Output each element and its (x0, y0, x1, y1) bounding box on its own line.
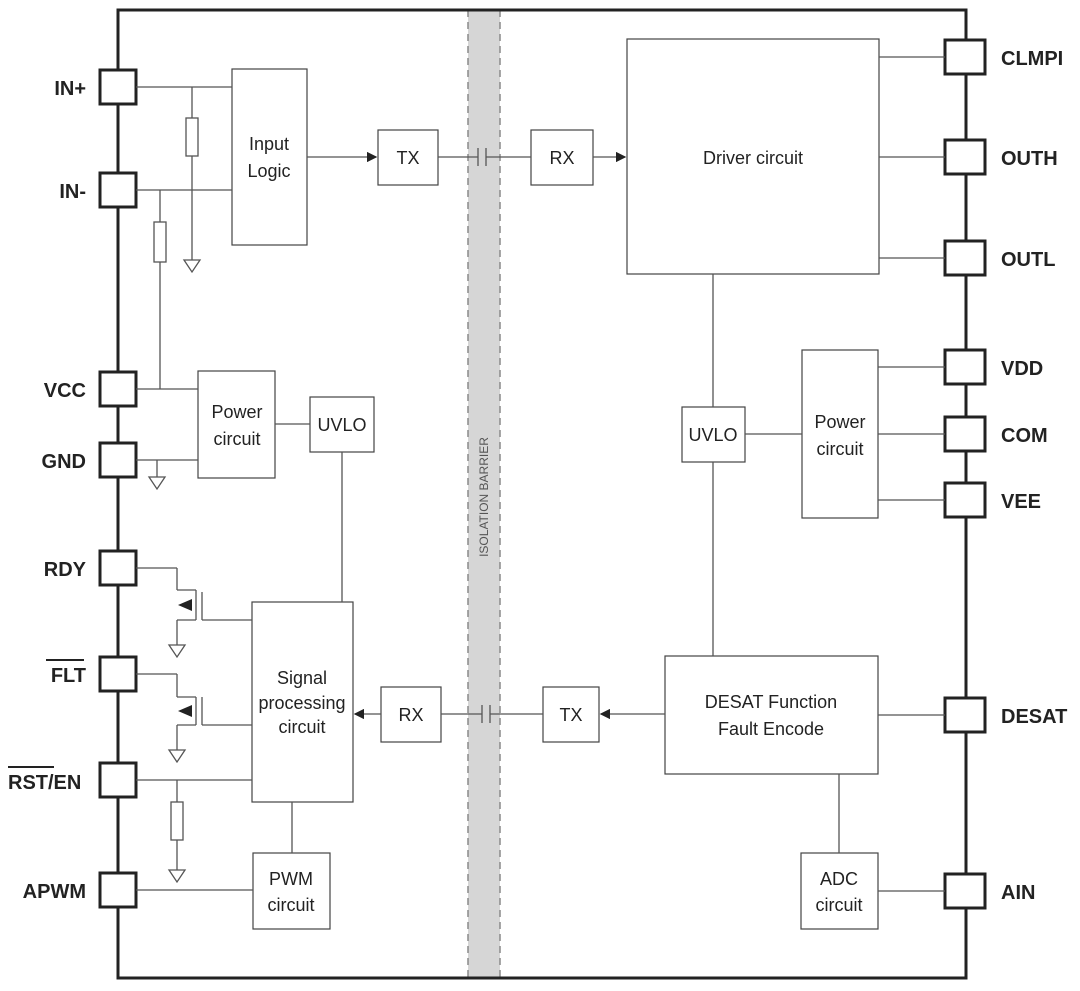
tx-bottom-block: TX (542, 686, 600, 743)
pin-vdd: VDD (943, 348, 1043, 386)
pin-label-vcc: VCC (44, 380, 86, 402)
pin-label-rst: RST (8, 772, 48, 794)
pin-label-outl: OUTL (1001, 249, 1055, 271)
pin-label-flt: FLT (51, 665, 86, 687)
adc-line1: ADC (820, 869, 858, 889)
pin-clmpi: CLMPI (943, 38, 1063, 76)
pin-vee: VEE (943, 481, 1041, 519)
driver-circuit-label: Driver circuit (703, 148, 803, 168)
pin-label-vdd: VDD (1001, 358, 1043, 380)
pin-desat: DESAT (943, 696, 1067, 734)
pin-apwm: APWM (23, 871, 138, 909)
desat-line2: Fault Encode (718, 719, 824, 739)
pin-label-apwm: APWM (23, 881, 86, 903)
adc-circuit-block: ADC circuit (800, 852, 879, 930)
power-right-line2: circuit (816, 439, 863, 459)
ground-symbol (147, 259, 202, 884)
desat-function-block: DESAT Function Fault Encode (664, 655, 879, 775)
pin-in-minus: IN- (59, 171, 138, 209)
uvlo-right-label: UVLO (688, 425, 737, 445)
pwm-line1: PWM (269, 869, 313, 889)
power-left-block: Power circuit (197, 370, 276, 479)
wiring (136, 56, 945, 892)
pin-label-desat: DESAT (1001, 706, 1067, 728)
pin-vcc: VCC (44, 370, 138, 408)
pwm-circuit-block: PWM circuit (252, 852, 331, 930)
pin-rst-en: RST/EN (8, 761, 138, 799)
tx-top-block: TX (377, 129, 439, 186)
pwm-line2: circuit (267, 895, 314, 915)
pin-label-in-plus: IN+ (54, 78, 86, 100)
pin-label-ain: AIN (1001, 882, 1035, 904)
pin-outh: OUTH (943, 138, 1058, 176)
pin-label-outh: OUTH (1001, 148, 1058, 170)
pin-rdy: RDY (44, 549, 138, 587)
pin-label-com: COM (1001, 425, 1048, 447)
pin-com: COM (943, 415, 1048, 453)
signal-processing-line1: Signal (277, 668, 327, 688)
pin-outl: OUTL (943, 239, 1055, 277)
power-right-line1: Power (814, 412, 865, 432)
pin-label-rdy: RDY (44, 559, 87, 581)
pin-label-rst-en: RST/EN (8, 772, 81, 794)
pin-label-clmpi: CLMPI (1001, 48, 1063, 70)
isolation-barrier-label: ISOLATION BARRIER (477, 437, 491, 557)
tx-top-label: TX (396, 148, 419, 168)
pin-label-vee: VEE (1001, 491, 1041, 513)
pin-label-in-minus: IN- (59, 181, 86, 203)
signal-processing-line3: circuit (278, 717, 325, 737)
pin-ain: AIN (943, 872, 1035, 910)
pin-label-en-suffix: /EN (48, 772, 81, 794)
tx-bottom-label: TX (559, 705, 582, 725)
uvlo-left-block: UVLO (309, 396, 375, 453)
isolation-barrier: ISOLATION BARRIER (467, 10, 501, 978)
pin-flt: FLT (46, 655, 138, 693)
uvlo-right-block: UVLO (681, 406, 746, 463)
power-left-line2: circuit (213, 429, 260, 449)
rx-bottom-block: RX (380, 686, 442, 743)
rx-top-block: RX (530, 129, 594, 186)
uvlo-left-label: UVLO (317, 415, 366, 435)
rx-bottom-label: RX (398, 705, 423, 725)
driver-circuit-block: Driver circuit (626, 38, 880, 275)
rdy-transistor-arrow (178, 599, 192, 611)
power-left-line1: Power (211, 402, 262, 422)
input-logic-block: Input Logic (231, 68, 308, 246)
pin-label-gnd: GND (42, 451, 86, 473)
pin-gnd: GND (42, 441, 138, 479)
adc-line2: circuit (815, 895, 862, 915)
input-logic-line1: Input (249, 134, 289, 154)
signal-processing-line2: processing (258, 693, 345, 713)
pin-in-plus: IN+ (54, 68, 138, 106)
input-logic-line2: Logic (247, 161, 290, 181)
power-right-block: Power circuit (801, 349, 879, 519)
rx-top-label: RX (549, 148, 574, 168)
signal-processing-block: Signal processing circuit (251, 601, 354, 803)
flt-transistor-arrow (178, 705, 192, 717)
desat-line1: DESAT Function (705, 692, 837, 712)
